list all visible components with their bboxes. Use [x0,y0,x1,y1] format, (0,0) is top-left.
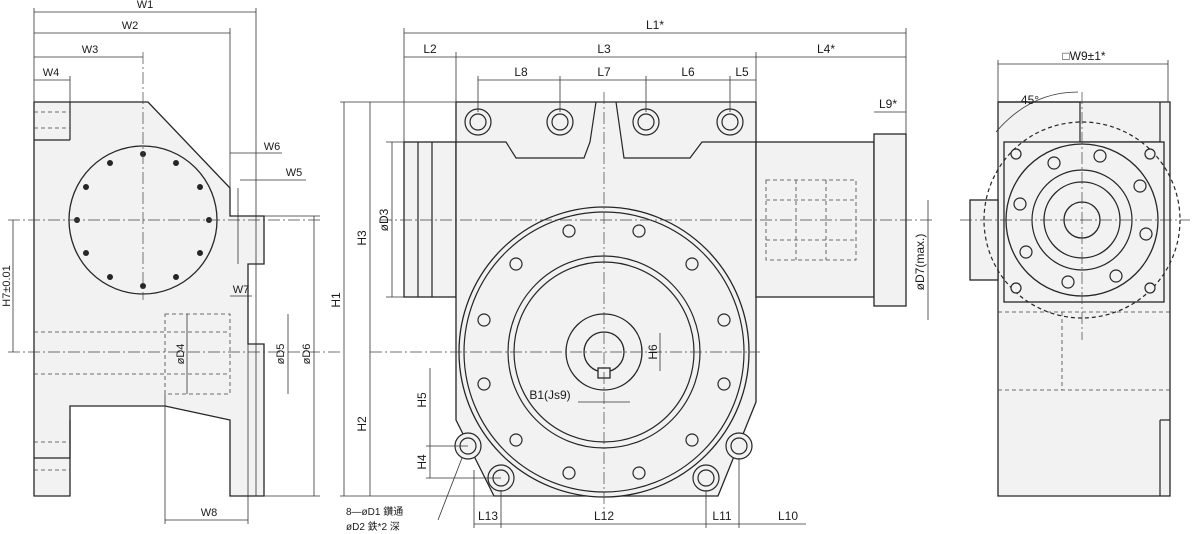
dim-h6: H6 [646,344,660,360]
dim-l12: L12 [594,509,614,523]
dim-l1: L1* [646,18,664,32]
dim-h4: H4 [415,454,429,470]
note-hole-count: 8—øD1 鑽通 [346,505,403,518]
dim-l7: L7 [597,65,611,79]
dim-w8: W8 [201,507,218,519]
dim-w5: W5 [286,167,303,179]
dim-d6: øD6 [301,344,313,365]
dim-d7: øD7(max.) [913,234,927,291]
side-view: W1 W2 W3 W4 W6 W5 W7 W8 H7±0.01 øD4 øD5 … [1,0,340,524]
dim-h7: H7±0.01 [1,265,13,307]
end-bolt-holes [1010,148,1156,294]
front-view: L1* L2 L3 L4* L8 L7 L6 L5 L9* H1 H3 H2 ø… [329,18,935,533]
dim-l2: L2 [423,42,437,56]
note-counterbore: øD2 鉄*2 深 [346,520,400,533]
dim-w1: W1 [137,0,154,11]
dim-l3: L3 [597,42,611,56]
dim-h1: H1 [329,292,343,308]
dim-l8: L8 [514,65,528,79]
dim-l6: L6 [681,65,695,79]
dim-w3: W3 [82,44,99,56]
dim-w9: □W9±1* [1062,49,1106,63]
dim-l4: L4* [817,42,835,56]
dim-l11: L11 [712,509,731,523]
dim-l10: L10 [778,509,798,523]
dim-w7: W7 [233,284,250,296]
dim-h3: H3 [355,230,369,246]
dim-w6: W6 [264,141,281,153]
dim-l13: L13 [478,509,498,523]
dim-b1: B1(Js9) [529,388,570,402]
dim-l5: L5 [735,65,749,79]
end-view: □W9±1* 45° [960,49,1190,497]
dim-h5: H5 [415,392,429,408]
dim-angle: 45° [1021,93,1039,107]
dim-w2: W2 [122,20,139,32]
dim-d3: øD3 [377,208,391,231]
table-bolt-holes [477,224,731,480]
dim-l9: L9* [879,97,897,111]
dim-d5: øD5 [275,344,287,365]
dim-h2: H2 [355,416,369,432]
dim-w4: W4 [43,67,60,79]
dim-d4: øD4 [175,344,187,365]
flange-bolt-holes [74,151,212,289]
